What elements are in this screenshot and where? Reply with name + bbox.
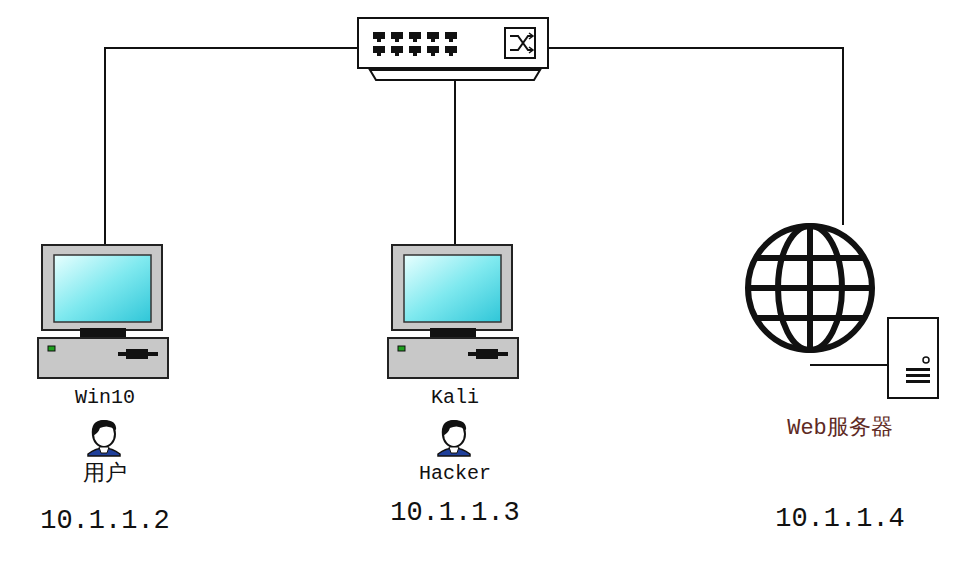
computer-icon (388, 245, 518, 378)
ip-address: 10.1.1.3 (365, 498, 545, 529)
host-name: Kali (365, 386, 545, 409)
role-label: Hacker (365, 462, 545, 485)
role-label: 用户 (15, 462, 195, 487)
switch-icon (358, 18, 548, 80)
host-node: Win10 用户 10.1.1.2 (15, 386, 195, 546)
server-box (810, 318, 938, 398)
wire (548, 48, 843, 225)
ip-address: 10.1.1.2 (15, 506, 195, 537)
server-name: Web服务器 (735, 416, 945, 441)
wire (105, 48, 358, 245)
host-node: Web服务器 10.1.1.4 (735, 416, 945, 546)
web-server-icon (748, 226, 872, 350)
computer-icon (38, 245, 168, 378)
wire (454, 80, 456, 245)
user-icon (88, 420, 120, 456)
hacker-icon (438, 420, 470, 456)
ip-address: 10.1.1.4 (735, 504, 945, 535)
host-node: KaliHacker 10.1.1.3 (365, 386, 545, 546)
host-name: Win10 (15, 386, 195, 409)
